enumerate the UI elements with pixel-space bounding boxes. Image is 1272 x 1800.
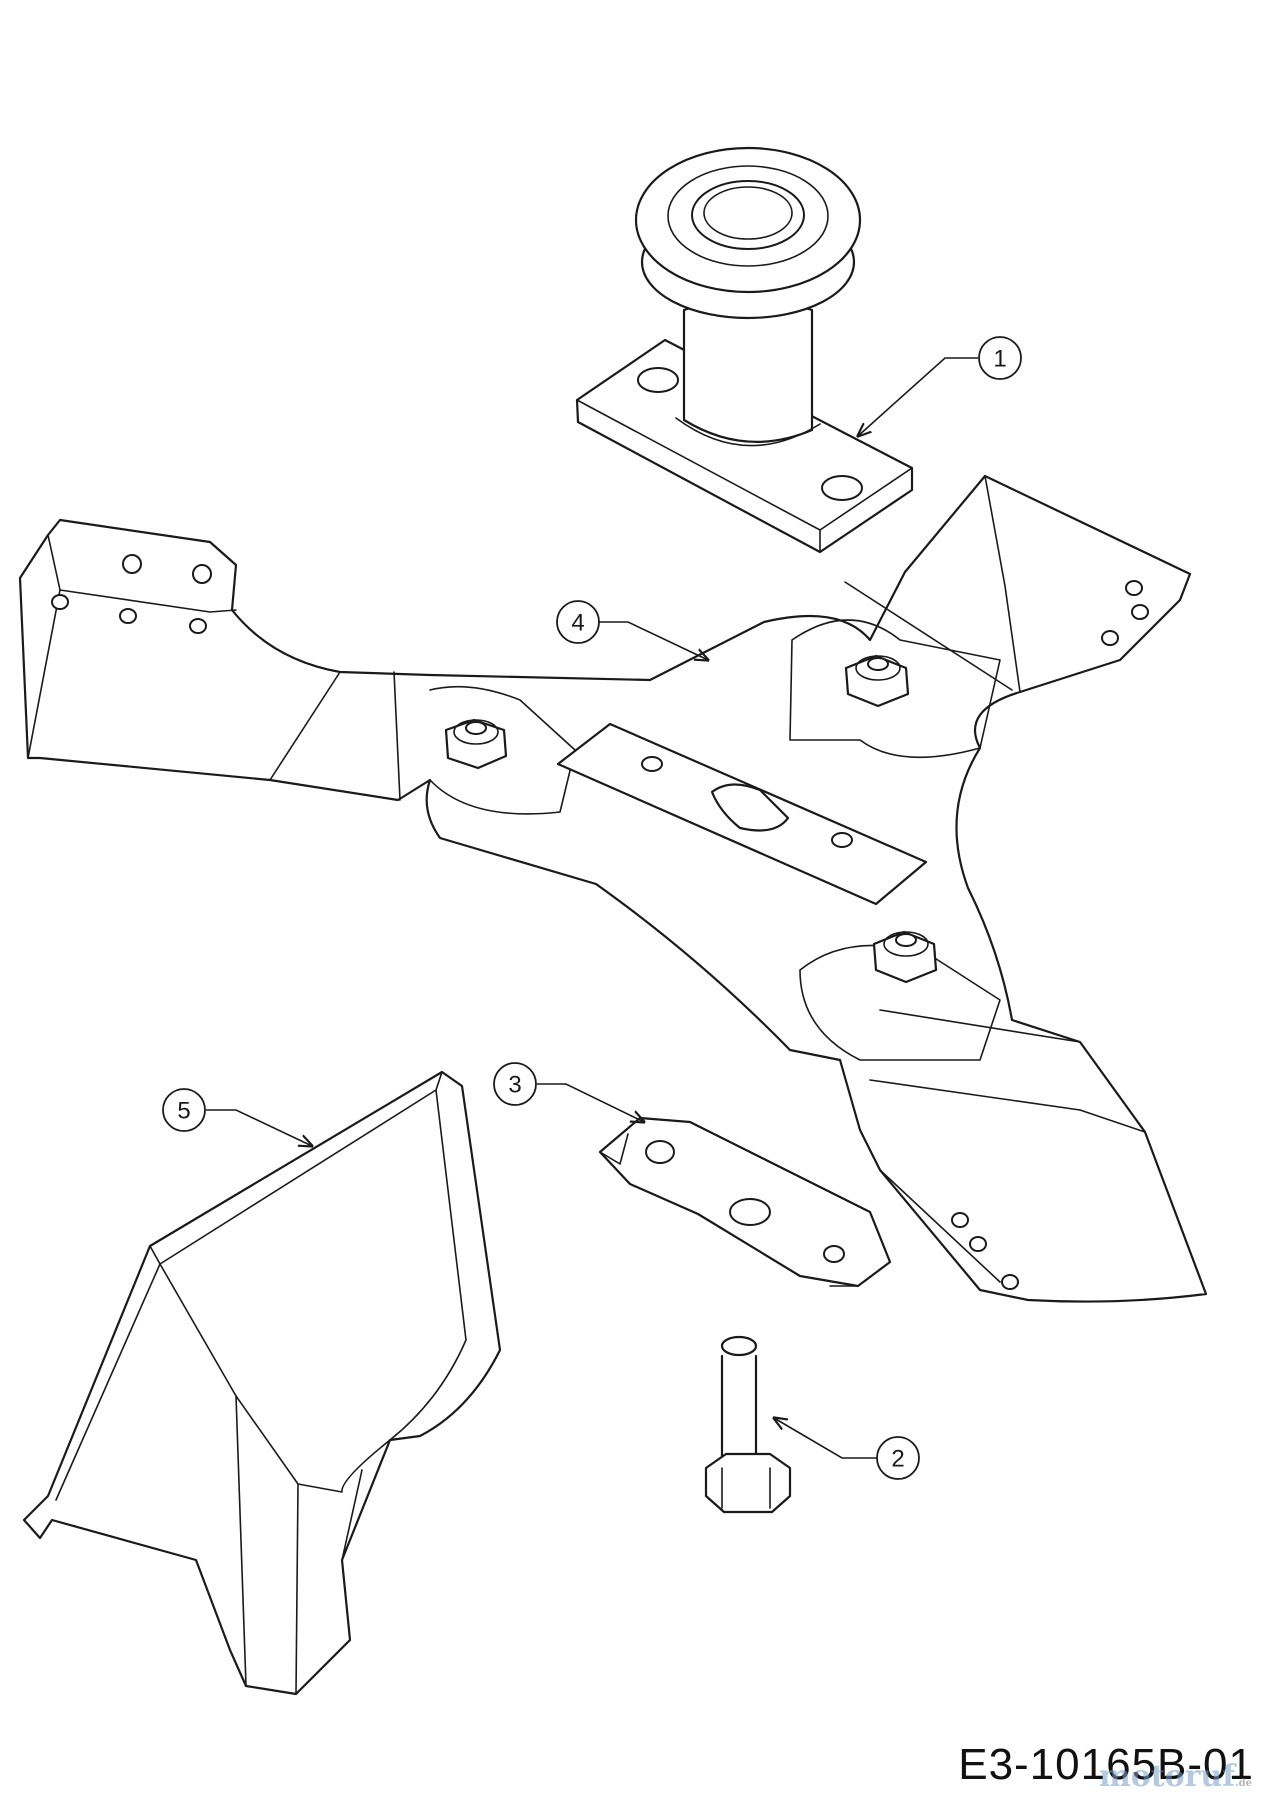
blade-assembly-part [18, 474, 1208, 1303]
leader-lines [206, 357, 978, 1459]
callout-1: 1 [978, 336, 1022, 380]
drawing-number: E3-10165B-01 [958, 1740, 1254, 1789]
callout-2: 2 [876, 1436, 920, 1480]
callout-4: 4 [556, 600, 600, 644]
callout-3: 3 [493, 1062, 537, 1106]
mulching-plug-part [22, 1070, 502, 1696]
watermark-logo: motoruf.de [1099, 1759, 1252, 1794]
nut-top-right [844, 654, 910, 708]
watermark-text: motoruf [1099, 1759, 1236, 1794]
spindle-pulley-part [575, 146, 914, 554]
watermark-suffix: .de [1235, 1778, 1252, 1789]
callout-1-label: 1 [993, 346, 1006, 373]
leader-1 [858, 357, 978, 436]
bolt-part [704, 1335, 792, 1514]
leader-4 [599, 621, 708, 660]
callout-4-label: 4 [571, 610, 584, 637]
blade-nuts [444, 654, 938, 984]
callout-5: 5 [162, 1088, 206, 1132]
leader-5 [206, 1109, 312, 1146]
adapter-plate-part [598, 1116, 892, 1288]
nut-left [444, 718, 508, 770]
callout-2-label: 2 [891, 1446, 904, 1473]
nut-bottom-right [872, 930, 938, 984]
callout-3-label: 3 [508, 1072, 521, 1099]
leader-2 [774, 1418, 877, 1459]
leader-3 [537, 1083, 644, 1122]
callout-5-label: 5 [177, 1098, 190, 1125]
